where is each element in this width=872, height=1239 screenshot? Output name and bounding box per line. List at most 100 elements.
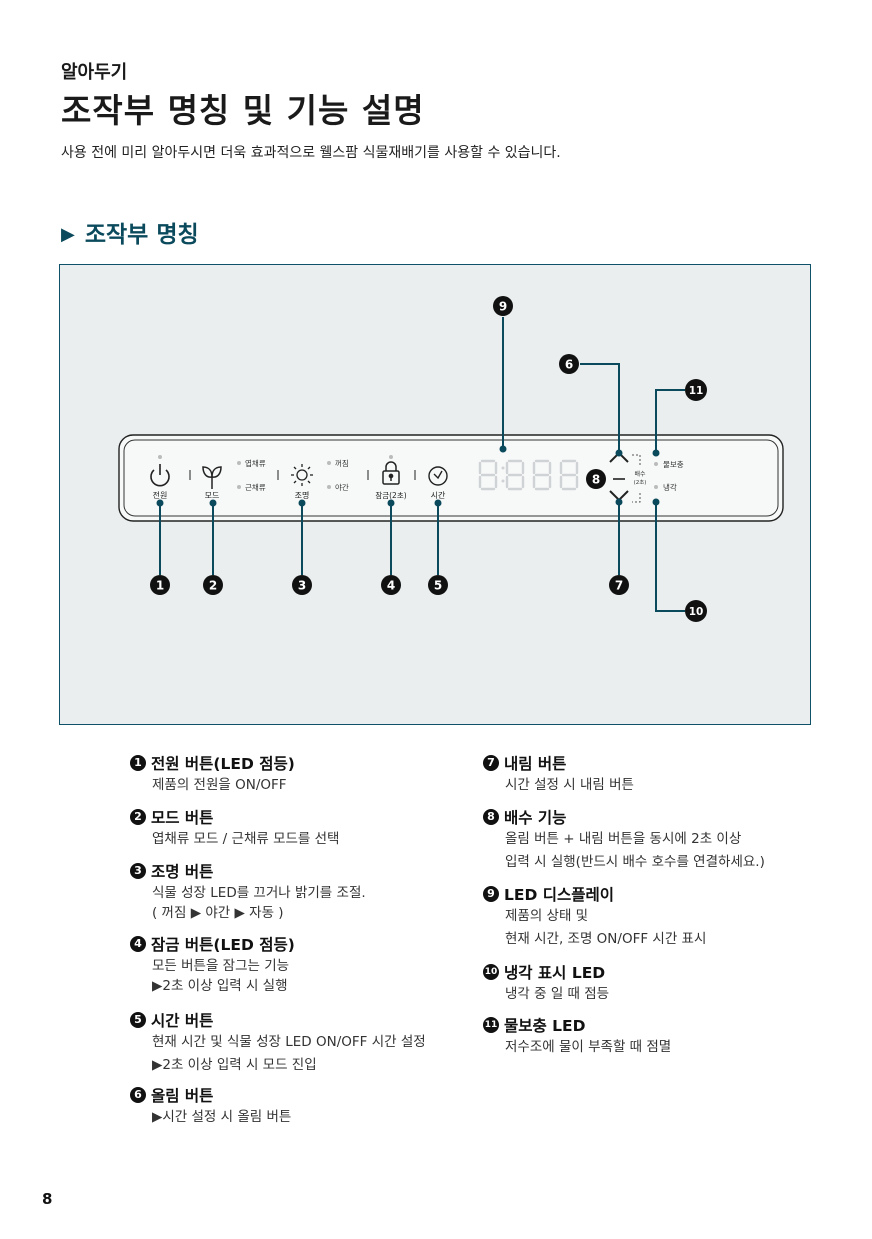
page-title: 조작부 명칭 및 기능 설명 [61, 91, 425, 130]
item-line: 식물 성장 LED를 끄거나 밝기를 조절. [152, 885, 366, 901]
item-line: 저수조에 물이 부족할 때 점멸 [505, 1039, 672, 1055]
item-line: 냉각 중 일 때 점등 [505, 986, 610, 1002]
power-label: 전원 [153, 490, 168, 500]
svg-text:8: 8 [592, 473, 600, 487]
callout-6: 6 [559, 354, 579, 374]
page-number: 8 [42, 1190, 53, 1208]
panel-inner-frame [123, 439, 779, 517]
svg-text:11: 11 [689, 385, 704, 397]
night-led [327, 485, 331, 489]
number-badge: 1 [130, 755, 146, 771]
item-title: 냉각 표시 LED [504, 964, 606, 982]
callout-11: 11 [685, 379, 707, 401]
item-line: ▶시간 설정 시 올림 버튼 [152, 1109, 292, 1125]
item-line: 올림 버튼 + 내림 버튼을 동시에 2초 이상 [505, 831, 742, 847]
power-led [158, 455, 162, 459]
power-icon [150, 464, 170, 487]
svg-text:3: 3 [298, 579, 306, 593]
svg-text:1: 1 [156, 579, 164, 593]
off-led [327, 461, 331, 465]
number-badge: 8 [483, 809, 499, 825]
callout-7: 7 [609, 575, 629, 595]
callout-8: 8 [586, 469, 606, 489]
mode-label: 모드 [205, 491, 220, 500]
item-title: 모드 버튼 [151, 809, 214, 827]
item-line: 제품의 전원을 ON/OFF [152, 777, 287, 793]
item-line: 현재 시간 및 식물 성장 LED ON/OFF 시간 설정 [152, 1034, 426, 1050]
time-label: 시간 [431, 490, 446, 500]
callout-10: 10 [685, 600, 707, 622]
number-badge: 11 [483, 1017, 499, 1033]
off-label: 꺼짐 [335, 458, 349, 468]
number-badge: 6 [130, 1087, 146, 1103]
lock-led [389, 455, 393, 459]
description-item: 11 물보충 LED 저수조에 물이 부족할 때 점멸 [483, 1014, 823, 1059]
item-line: 모든 버튼을 잠그는 기능 [152, 958, 290, 974]
item-title: 전원 버튼(LED 점등) [151, 755, 295, 773]
panel-outer-frame [118, 434, 784, 522]
number-badge: 5 [130, 1012, 146, 1028]
callout-5: 5 [428, 575, 448, 595]
control-panel-diagram: 전원 모드 엽채류 근채류 조명 꺼짐 야간 [59, 264, 811, 725]
item-title: 조명 버튼 [151, 863, 214, 881]
svg-text:10: 10 [689, 606, 704, 618]
clock-icon [428, 466, 448, 486]
description-item: 4 잠금 버튼(LED 점등) 모든 버튼을 잠그는 기능 ▶2초 이상 입력 시… [130, 933, 470, 995]
item-line: 제품의 상태 및 [505, 908, 589, 924]
colon-dot [501, 479, 505, 483]
svg-text:6: 6 [565, 358, 573, 372]
sun-icon [291, 464, 313, 486]
leafy-led [237, 461, 241, 465]
item-title: 시간 버튼 [151, 1012, 214, 1030]
item-title: 물보충 LED [504, 1017, 586, 1035]
description-item: 2 모드 버튼 엽채류 모드 / 근채류 모드를 선택 [130, 806, 470, 851]
item-title: 잠금 버튼(LED 점등) [151, 936, 295, 954]
svg-text:4: 4 [387, 579, 395, 593]
item-line: 시간 설정 시 내림 버튼 [505, 777, 634, 793]
cooling-led [654, 485, 658, 489]
night-label: 야간 [335, 482, 349, 492]
svg-text:7: 7 [615, 579, 623, 593]
lock-icon [382, 461, 400, 485]
description-item: 3 조명 버튼 식물 성장 LED를 끄거나 밝기를 조절. ( 꺼짐 ▶ 야간 … [130, 860, 470, 922]
item-line: 입력 시 실행(반드시 배수 호수를 연결하세요.) [505, 854, 765, 870]
colon-dot [501, 466, 505, 470]
item-line: ▶2초 이상 입력 시 실행 [152, 978, 288, 994]
section-marker-icon: ▶ [61, 224, 75, 245]
led-display [478, 459, 579, 491]
number-badge: 2 [130, 809, 146, 825]
item-title: 내림 버튼 [504, 755, 567, 773]
leader-dots [156, 445, 660, 507]
control-panel-illustration: 전원 모드 엽채류 근채류 조명 꺼짐 야간 [118, 296, 784, 622]
description-item: 6 올림 버튼 ▶시간 설정 시 올림 버튼 [130, 1084, 470, 1129]
light-label: 조명 [295, 490, 310, 500]
multiplier-bracket [632, 454, 641, 503]
sprout-icon [202, 466, 222, 489]
svg-text:9: 9 [499, 300, 507, 314]
root-label: 근채류 [245, 482, 266, 492]
section-title: 조작부 명칭 [84, 222, 199, 248]
number-badge: 4 [130, 936, 146, 952]
section-heading: ▶ 조작부 명칭 [61, 215, 199, 249]
item-line: 엽채류 모드 / 근채류 모드를 선택 [152, 831, 340, 847]
number-badge: 9 [483, 886, 499, 902]
callout-9: 9 [493, 296, 513, 316]
refill-led [654, 462, 658, 466]
refill-label: 물보충 [663, 460, 684, 469]
root-led [237, 485, 241, 489]
callout-2: 2 [203, 575, 223, 595]
item-title: 올림 버튼 [151, 1087, 214, 1105]
number-badge: 3 [130, 863, 146, 879]
leafy-label: 엽채류 [245, 458, 266, 468]
item-title: LED 디스플레이 [504, 886, 615, 904]
page-subtitle: 사용 전에 미리 알아두시면 더욱 효과적으로 웰스팜 식물재배기를 사용할 수… [61, 145, 561, 161]
callout-3: 3 [292, 575, 312, 595]
item-line: ( 꺼짐 ▶ 야간 ▶ 자동 ) [152, 905, 284, 921]
svg-text:2: 2 [209, 579, 217, 593]
number-badge: 10 [483, 964, 499, 980]
description-item: 10 냉각 표시 LED 냉각 중 일 때 점등 [483, 961, 823, 1006]
